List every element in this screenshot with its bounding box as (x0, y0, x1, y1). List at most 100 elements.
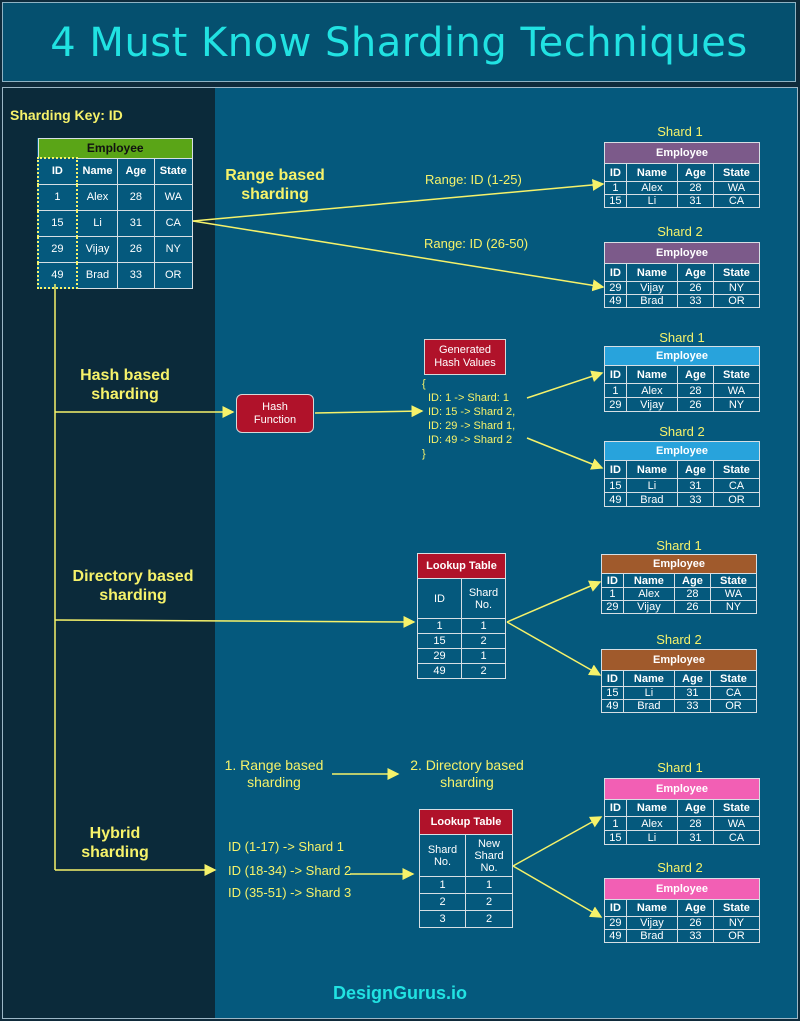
cell: 26 (673, 600, 711, 614)
col-header: ID (604, 365, 627, 384)
range-note-1: Range: ID (1-25) (425, 172, 522, 187)
cell: 31 (676, 830, 714, 845)
generated-hash-box: Generated Hash Values (424, 339, 506, 375)
cell: Li (625, 830, 678, 845)
cell: 2 (419, 893, 466, 911)
hash-function-line1: Hash (262, 401, 288, 413)
cell: 29 (604, 397, 627, 412)
cell: Alex (622, 587, 675, 601)
col-header: State (712, 263, 761, 282)
cell: 31 (676, 478, 714, 493)
hybrid-label: Hybrid sharding (60, 824, 170, 862)
cell: 49 (417, 663, 462, 679)
directory-label-line1: Directory based (72, 568, 194, 585)
cell: 33 (117, 261, 155, 289)
cell: NY (712, 281, 761, 295)
cell: 2 (461, 663, 506, 679)
hash-values: { ID: 1 -> Shard: 1 ID: 15 -> Shard 2, I… (422, 377, 515, 461)
col-header: ID (604, 899, 627, 917)
cell: Vijay (625, 397, 678, 412)
cell: 49 (604, 294, 627, 308)
directory-label-line2: sharding (99, 587, 167, 604)
directory-shard2-title: Shard 2 (656, 632, 702, 647)
hash-value-line: } (422, 448, 426, 460)
cell: 1 (604, 383, 627, 398)
cell: 29 (417, 648, 462, 664)
cell: 1 (419, 876, 466, 894)
cell: 29 (604, 916, 627, 930)
col-header: Age (676, 263, 714, 282)
shard-caption: Employee (601, 554, 757, 574)
col-header: ID (604, 263, 627, 282)
generated-line2: Hash Values (434, 357, 496, 369)
cell: 31 (676, 194, 714, 208)
col-header: State (709, 573, 758, 588)
directory-arrow-1 (54, 615, 416, 628)
cell: 2 (461, 633, 506, 649)
cell: 15 (601, 686, 624, 700)
sharding-key-label: Sharding Key: ID (10, 107, 123, 123)
cell: 49 (604, 929, 627, 943)
hash-function-box: Hash Function (236, 394, 314, 433)
directory-label: Directory based sharding (62, 567, 204, 605)
cell: Brad (76, 261, 119, 289)
cell: 1 (417, 618, 462, 634)
lookup-caption: Lookup Table (419, 809, 513, 835)
cell: 2 (465, 893, 513, 911)
hash-arrow-4 (526, 437, 604, 470)
cell: 15 (604, 194, 627, 208)
cell: Vijay (622, 600, 675, 614)
range-label: Range based sharding (205, 166, 345, 204)
cell: 2 (465, 910, 513, 928)
header-state: State (153, 157, 193, 185)
cell: 1 (604, 181, 627, 195)
cell: 29 (604, 281, 627, 295)
cell: WA (712, 816, 761, 831)
range-shard1-title: Shard 1 (657, 124, 703, 139)
cell: 33 (676, 492, 714, 507)
cell: 1 (604, 816, 627, 831)
hash-shard1-title: Shard 1 (659, 330, 705, 345)
hybrid-step1-line1: 1. Range based (224, 757, 324, 773)
shard-caption: Employee (604, 346, 760, 366)
cell: Brad (622, 699, 675, 713)
col-header: ID (417, 578, 462, 619)
cell: OR (712, 929, 761, 943)
col-header: Name (625, 365, 678, 384)
cell: 15 (37, 209, 78, 237)
col-header: Age (676, 799, 714, 817)
cell: 31 (117, 209, 155, 237)
cell: OR (712, 294, 761, 308)
cell: Li (625, 194, 678, 208)
cell: 33 (676, 294, 714, 308)
cell: 29 (37, 235, 78, 263)
col-header: State (712, 163, 761, 182)
cell: Vijay (76, 235, 119, 263)
cell: Li (76, 209, 119, 237)
cell: 49 (604, 492, 627, 507)
cell: CA (709, 686, 758, 700)
cell: 1 (37, 183, 78, 211)
hybrid-step2: 2. Directory based sharding (400, 757, 534, 791)
hybrid-step1: 1. Range based sharding (214, 757, 334, 791)
